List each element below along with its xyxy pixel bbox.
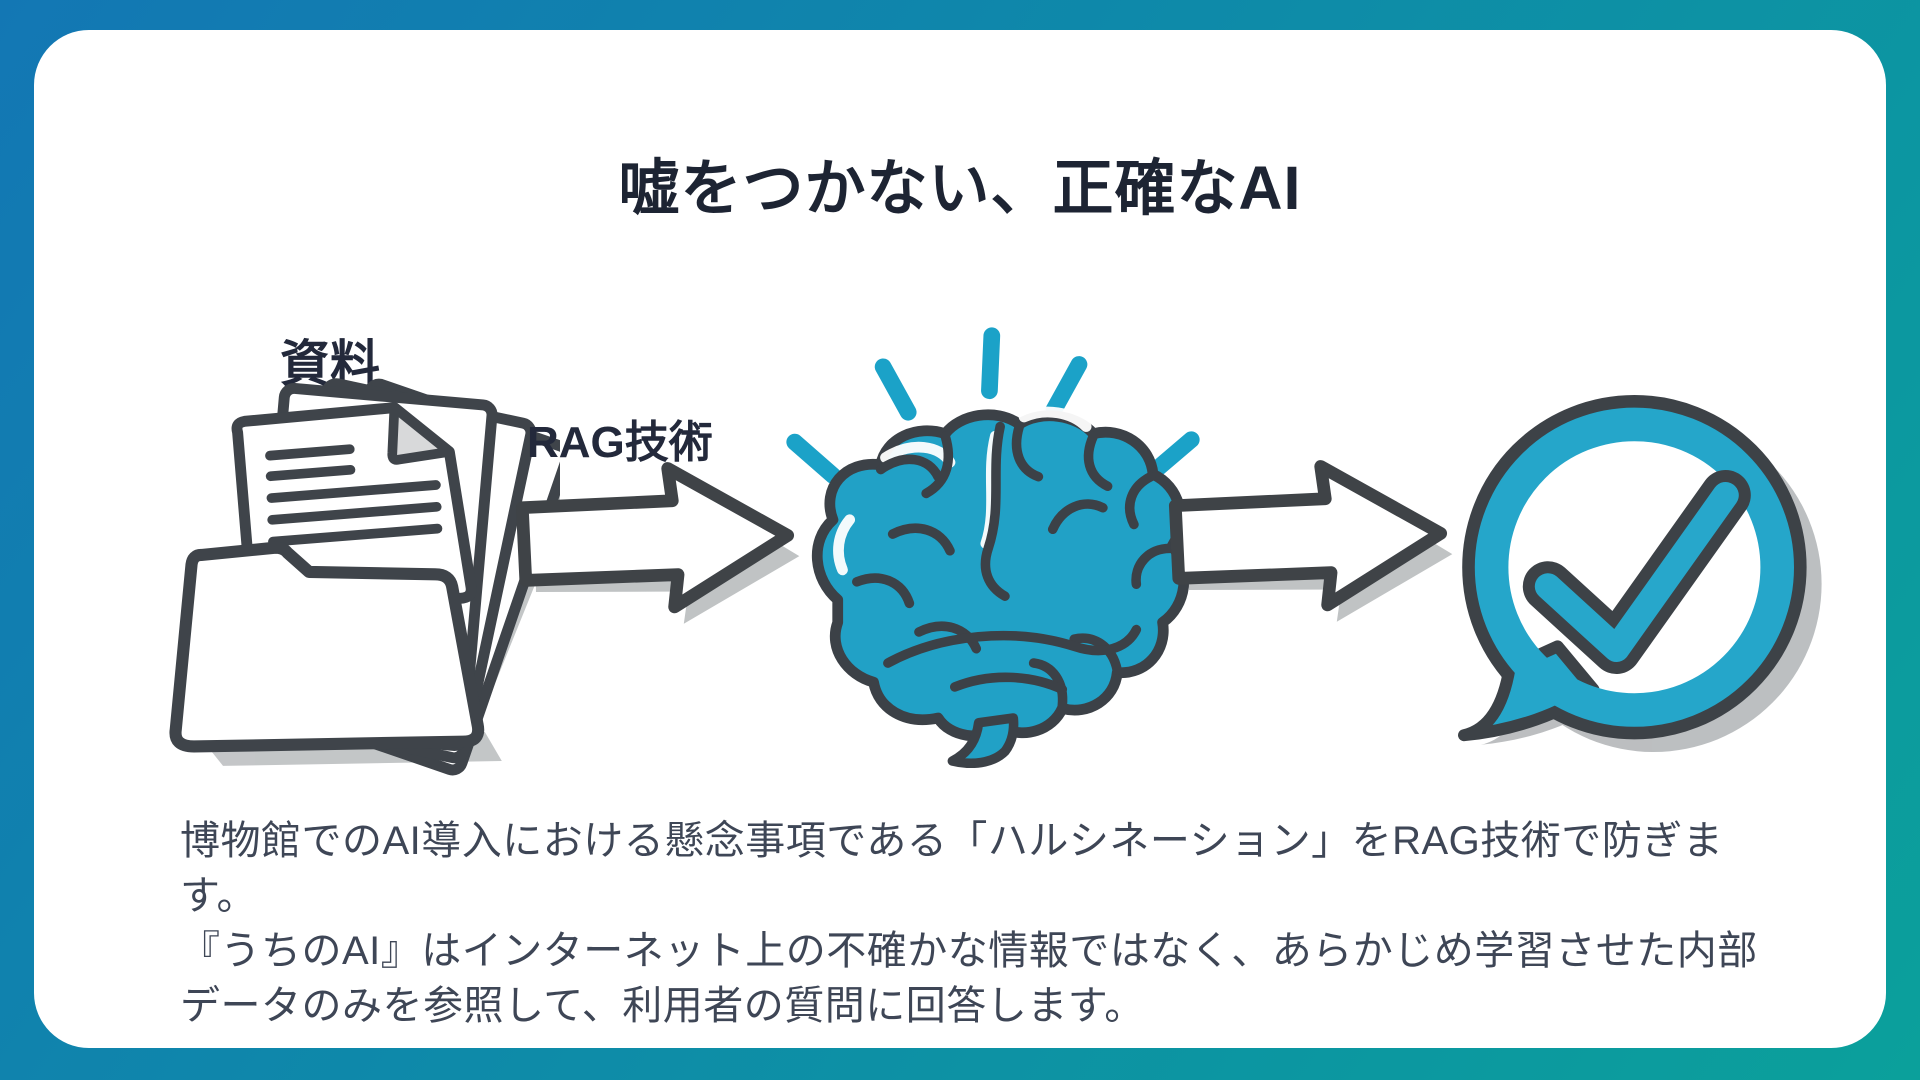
slide-description: 博物館でのAI導入における懸念事項である「ハルシネーション」をRAG技術で防ぎま… [180, 814, 1800, 1034]
arrow-right-icon [1168, 460, 1453, 622]
document-text-lines [265, 444, 443, 547]
brain-stem [947, 713, 1019, 768]
brain-folds [852, 421, 1175, 711]
folder-documents-icon [169, 378, 560, 776]
arrow-right-icon [515, 462, 800, 624]
bubble-ring [1474, 407, 1794, 727]
description-line: 博物館でのAI導入における懸念事項である「ハルシネーション」をRAG技術で防ぎま… [180, 819, 1724, 918]
description-line: 『うちのAI』はインターネット上の不確かな情報ではなく、あらかじめ学習させた内部 [180, 929, 1758, 973]
slide-card: 嘘をつかない、正確なAI 資料 [34, 30, 1886, 1048]
check-icon [1522, 470, 1751, 674]
folder-front [169, 541, 485, 753]
process-label: RAG技術 [527, 418, 713, 467]
brain-icon [786, 327, 1200, 768]
page-title: 嘘をつかない、正確なAI [618, 154, 1302, 222]
description-line: データのみを参照して、利用者の質問に回答します。 [180, 984, 1145, 1028]
speech-bubble-check-icon [1458, 395, 1822, 752]
